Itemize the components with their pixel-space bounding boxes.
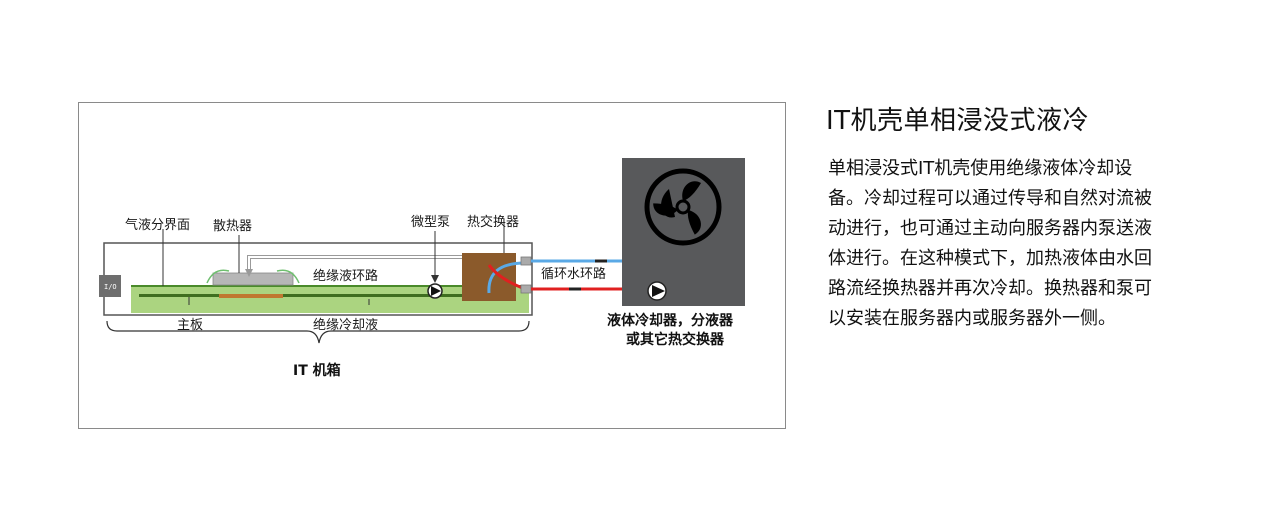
label-insulating-coolant: 绝缘冷却液 bbox=[313, 317, 378, 333]
io-port bbox=[99, 275, 121, 297]
label-micro-pump: 微型泵 bbox=[411, 215, 450, 230]
chassis-brace bbox=[106, 320, 530, 344]
description-text: 单相浸没式IT机壳使用绝缘液体冷却设备。冷却过程可以通过传导和自然对流被动进行，… bbox=[828, 158, 1152, 329]
connector-bottom bbox=[520, 284, 532, 294]
pump-icon bbox=[431, 286, 441, 296]
label-insulating-liquid-loop: 绝缘液环路 bbox=[313, 268, 378, 284]
convection-arrow-right bbox=[276, 269, 300, 284]
chip bbox=[219, 294, 283, 298]
diagram-frame: I/O bbox=[78, 102, 786, 429]
io-port-label: I/O bbox=[104, 283, 117, 291]
loop-arrowhead bbox=[245, 269, 253, 277]
label-gas-liquid-interface: 气液分界面 bbox=[125, 217, 190, 233]
label-motherboard: 主板 bbox=[177, 318, 203, 333]
liquid-cooler-box bbox=[622, 158, 745, 306]
label-heat-exchanger: 热交换器 bbox=[467, 214, 519, 230]
immersion-cooling-diagram: I/O bbox=[99, 158, 745, 379]
page-title: IT机壳单相浸没式液冷 bbox=[826, 106, 1090, 136]
heat-exchanger bbox=[462, 253, 516, 301]
convection-arrow-left bbox=[206, 269, 230, 284]
label-heat-sink: 散热器 bbox=[213, 219, 252, 234]
pump-pointer-arrow bbox=[431, 275, 439, 283]
label-cooler-line2: 或其它热交换器 bbox=[626, 331, 725, 348]
fan-icon bbox=[644, 168, 722, 246]
hx-cold-coil bbox=[487, 261, 526, 294]
external-pump-icon bbox=[652, 285, 665, 297]
motherboard bbox=[139, 294, 469, 297]
label-water-loop: 循环水环路 bbox=[541, 266, 606, 282]
label-it-chassis: IT 机箱 bbox=[293, 362, 341, 379]
heat-sink bbox=[212, 272, 294, 286]
label-cooler-line1: 液体冷却器，分液器 bbox=[607, 312, 734, 329]
insulating-loop-pipe-inner bbox=[248, 256, 479, 271]
connector-top bbox=[520, 256, 532, 266]
